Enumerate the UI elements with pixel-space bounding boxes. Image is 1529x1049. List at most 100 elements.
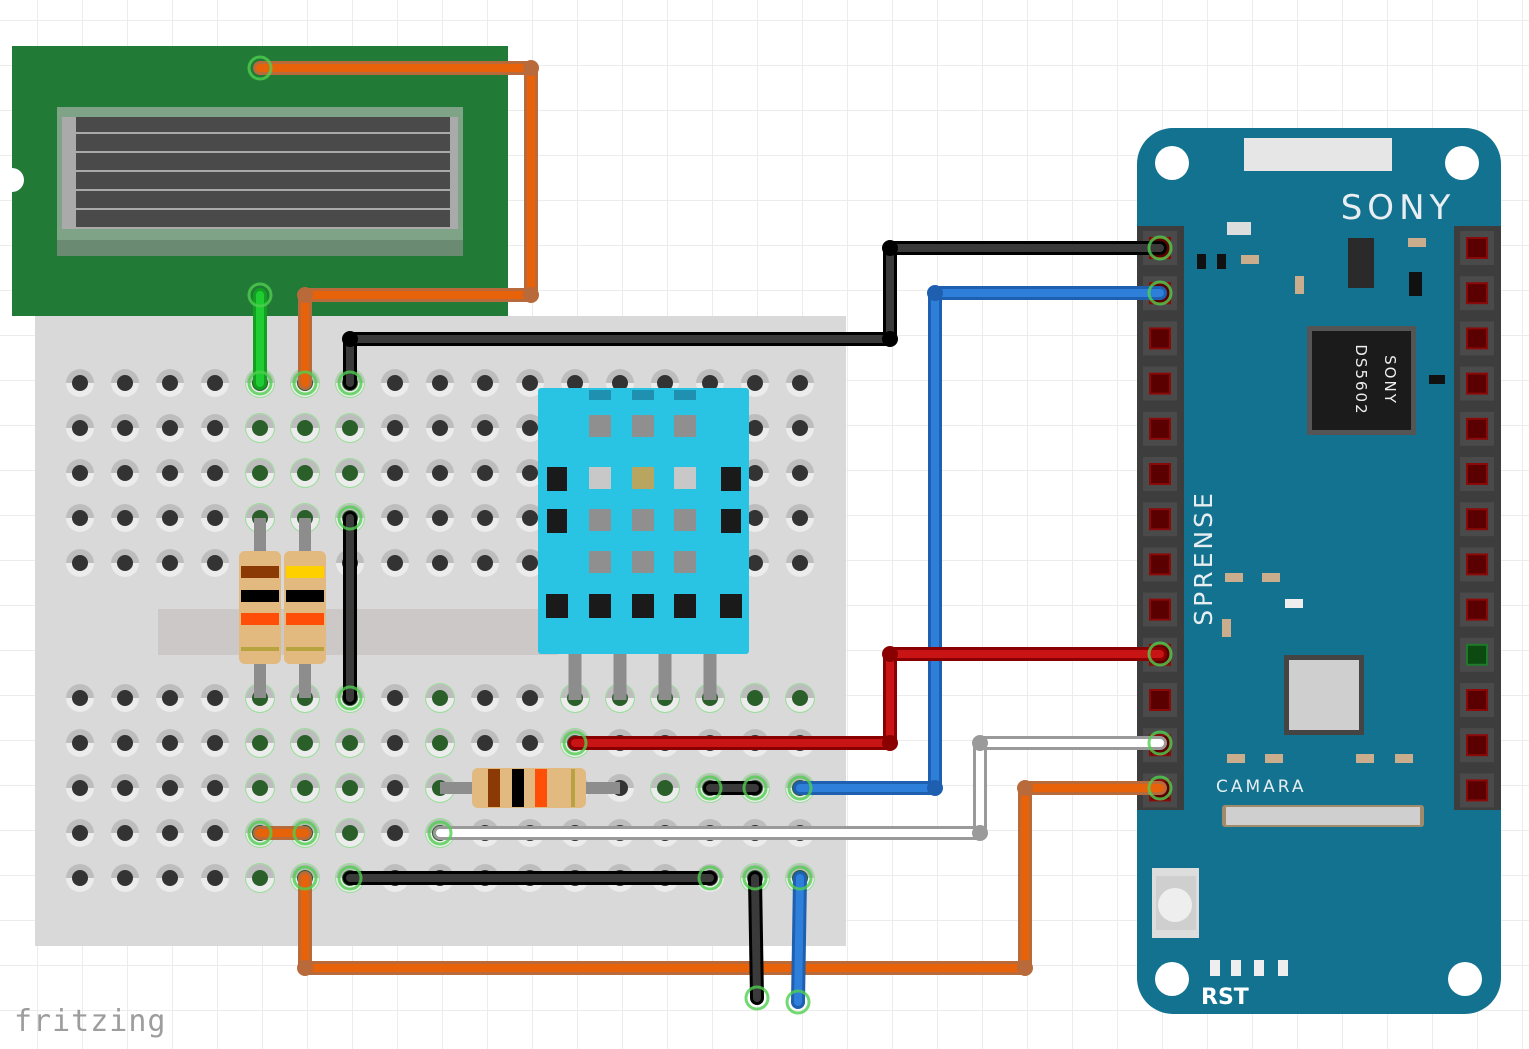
- breadboard-hole[interactable]: [381, 729, 409, 757]
- lcd-signal-wire-orange[interactable]: [292, 775, 1173, 976]
- breadboard-hole[interactable]: [156, 864, 184, 892]
- lcd-power-wire-orange[interactable]: [247, 55, 539, 396]
- breadboard-hole[interactable]: [66, 459, 94, 487]
- breadboard-hole[interactable]: [335, 728, 365, 758]
- breadboard-hole[interactable]: [381, 549, 409, 577]
- breadboard-hole[interactable]: [786, 459, 814, 487]
- breadboard-hole[interactable]: [471, 369, 499, 397]
- breadboard-hole[interactable]: [245, 413, 275, 443]
- breadboard-hole[interactable]: [381, 504, 409, 532]
- breadboard-hole[interactable]: [516, 369, 544, 397]
- data-wire-blue[interactable]: [787, 280, 1173, 801]
- breadboard-hole[interactable]: [381, 369, 409, 397]
- breadboard-hole[interactable]: [290, 413, 320, 443]
- breadboard-hole[interactable]: [66, 774, 94, 802]
- breadboard-hole[interactable]: [201, 504, 229, 532]
- breadboard-hole[interactable]: [290, 773, 320, 803]
- breadboard-hole[interactable]: [290, 728, 320, 758]
- breadboard-hole[interactable]: [156, 819, 184, 847]
- header-pin[interactable]: [1143, 457, 1177, 491]
- breadboard-hole[interactable]: [471, 684, 499, 712]
- breadboard-hole[interactable]: [516, 414, 544, 442]
- breadboard-hole[interactable]: [111, 369, 139, 397]
- breadboard-hole[interactable]: [66, 819, 94, 847]
- breadboard-hole[interactable]: [245, 863, 275, 893]
- breadboard-hole[interactable]: [786, 549, 814, 577]
- breadboard-hole[interactable]: [201, 414, 229, 442]
- breadboard-hole[interactable]: [156, 774, 184, 802]
- header-pin[interactable]: [1460, 276, 1494, 311]
- breadboard-hole[interactable]: [111, 819, 139, 847]
- header-pin[interactable]: [1143, 502, 1177, 537]
- jumper-orange-short[interactable]: [247, 820, 318, 846]
- resistor-2[interactable]: [284, 518, 326, 698]
- breadboard-hole[interactable]: [245, 773, 275, 803]
- breadboard-hole[interactable]: [381, 774, 409, 802]
- header-pin[interactable]: [1460, 321, 1494, 356]
- header-pin[interactable]: [1460, 683, 1494, 717]
- lcd-to-breadboard-wire-green[interactable]: [247, 282, 273, 396]
- breadboard-hole[interactable]: [650, 773, 680, 803]
- jumper-black-long[interactable]: [337, 865, 723, 891]
- breadboard-hole[interactable]: [201, 729, 229, 757]
- header-pin[interactable]: [1460, 411, 1494, 446]
- resistor-1[interactable]: [239, 518, 281, 698]
- breadboard-hole[interactable]: [111, 504, 139, 532]
- breadboard-hole[interactable]: [111, 414, 139, 442]
- lead-blue-bottom[interactable]: [785, 865, 813, 1015]
- breadboard-hole[interactable]: [66, 864, 94, 892]
- breadboard-hole[interactable]: [245, 458, 275, 488]
- breadboard-hole[interactable]: [201, 549, 229, 577]
- lead-black-bottom[interactable]: [742, 865, 770, 1011]
- breadboard-hole[interactable]: [471, 459, 499, 487]
- breadboard-hole[interactable]: [516, 549, 544, 577]
- breadboard-hole[interactable]: [290, 458, 320, 488]
- breadboard-hole[interactable]: [156, 369, 184, 397]
- breadboard-hole[interactable]: [335, 818, 365, 848]
- breadboard-hole[interactable]: [651, 369, 679, 397]
- power-wire-red[interactable]: [562, 641, 1173, 756]
- breadboard-hole[interactable]: [785, 683, 815, 713]
- breadboard-hole[interactable]: [201, 774, 229, 802]
- breadboard-hole[interactable]: [111, 459, 139, 487]
- breadboard-hole[interactable]: [786, 504, 814, 532]
- breadboard-hole[interactable]: [66, 414, 94, 442]
- breadboard-hole[interactable]: [111, 684, 139, 712]
- header-pin[interactable]: [1460, 592, 1494, 627]
- header-pin[interactable]: [1143, 411, 1177, 446]
- breadboard-hole[interactable]: [335, 413, 365, 443]
- breadboard-hole[interactable]: [426, 549, 454, 577]
- breadboard-hole[interactable]: [786, 369, 814, 397]
- signal-wire-white[interactable]: [427, 730, 1173, 846]
- breadboard-hole[interactable]: [245, 728, 275, 758]
- breadboard-hole[interactable]: [156, 459, 184, 487]
- breadboard-hole[interactable]: [381, 684, 409, 712]
- breadboard-hole[interactable]: [381, 459, 409, 487]
- jumper-black-vertical[interactable]: [337, 505, 363, 711]
- breadboard-hole[interactable]: [66, 684, 94, 712]
- breadboard-hole[interactable]: [516, 459, 544, 487]
- breadboard-hole[interactable]: [66, 729, 94, 757]
- header-pin[interactable]: [1143, 366, 1177, 401]
- breadboard-hole[interactable]: [426, 504, 454, 532]
- breadboard-hole[interactable]: [516, 729, 544, 757]
- breadboard-hole[interactable]: [156, 504, 184, 532]
- breadboard-hole[interactable]: [156, 684, 184, 712]
- header-pin[interactable]: [1143, 592, 1177, 627]
- breadboard-hole[interactable]: [425, 683, 455, 713]
- breadboard-hole[interactable]: [471, 729, 499, 757]
- breadboard-hole[interactable]: [156, 729, 184, 757]
- header-pin[interactable]: [1460, 728, 1494, 763]
- breadboard-hole[interactable]: [425, 728, 455, 758]
- breadboard-hole[interactable]: [335, 458, 365, 488]
- header-pin[interactable]: [1460, 457, 1494, 491]
- breadboard-hole[interactable]: [201, 684, 229, 712]
- breadboard-hole[interactable]: [426, 459, 454, 487]
- breadboard-hole[interactable]: [426, 369, 454, 397]
- resistor-3[interactable]: [440, 768, 620, 808]
- breadboard-hole[interactable]: [516, 504, 544, 532]
- breadboard-hole[interactable]: [111, 729, 139, 757]
- reset-button[interactable]: [1152, 868, 1199, 938]
- breadboard-hole[interactable]: [381, 414, 409, 442]
